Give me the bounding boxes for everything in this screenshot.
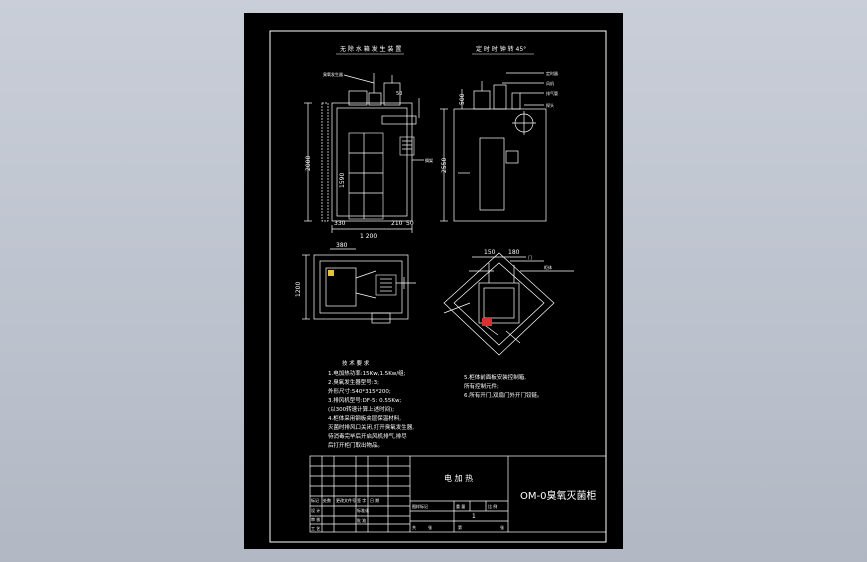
note-line: 待消毒完毕后开启风机排气,排尽 — [328, 432, 407, 440]
plan-marker-red — [482, 318, 492, 326]
dim-plan-180: 180 — [508, 249, 520, 256]
title-designer: 设 计 — [311, 507, 320, 513]
front-view-title: 无 除 水 箱 发 生 装 置 — [340, 45, 401, 53]
title-standard: 标准化 — [357, 507, 369, 513]
callout-shelf: 搁架 — [425, 157, 433, 163]
title-change-count: 处数 — [323, 497, 331, 503]
title-sheet-no: 1 — [472, 513, 476, 520]
dim-inner-1590: 1590 — [339, 173, 346, 188]
dim-side-2550: 2550 — [441, 158, 448, 173]
callout-cabinet: 柜体 — [544, 264, 552, 270]
note-line: 2.臭氧发生器型号:3; — [328, 378, 379, 386]
title-date: 日 期 — [370, 497, 379, 503]
note-line: 后打开柜门取出物品。 — [328, 441, 383, 449]
title-sheet-of: 第 — [458, 524, 462, 530]
dim-height-2000: 2000 — [305, 156, 312, 171]
callout-sensor: 探头 — [546, 102, 554, 108]
title-block — [309, 455, 607, 533]
title-change-file: 更改文件号 — [336, 497, 356, 503]
title-change-mark: 标记 — [311, 497, 319, 503]
title-zhang2: 张 — [500, 524, 504, 530]
technical-notes: 技 术 要 求 1.电加热功率:15Kw,1.5Kw/组; 2.臭氧发生器型号:… — [328, 359, 543, 449]
note-line-right: 5.柜体前面板安装控制箱, — [464, 373, 526, 381]
title-project-name: OM-0臭氧灭菌柜 — [520, 489, 596, 502]
dim-right-210: 210 — [391, 220, 403, 227]
callout-fan: 风机 — [546, 80, 554, 86]
title-sign: 签 字 — [357, 497, 366, 503]
dim-plan-1200: 1200 — [295, 282, 302, 297]
dim-right-50: 50 — [406, 220, 414, 227]
plan-view-right — [443, 252, 574, 356]
dim-plan-380: 380 — [336, 242, 348, 249]
title-craft: 工 艺 — [311, 526, 320, 531]
callout-vent-pipe: 排气管 — [546, 90, 558, 96]
note-line-right: 6.所有开门,双扇门外开门铰链。 — [464, 391, 543, 399]
front-view: 无 除 水 箱 发 生 装 置 — [304, 45, 424, 233]
drawing-border — [269, 30, 607, 543]
note-line: 1.电加热功率:15Kw,1.5Kw/组; — [328, 369, 406, 377]
title-drawing-name: 电 加 热 — [444, 473, 473, 483]
title-checker: 审 核 — [311, 516, 320, 522]
callout-ozone-gen: 臭氧发生器 — [323, 71, 343, 77]
note-line: 灭菌时排风口关闭,打开臭氧发生器, — [328, 423, 414, 431]
dim-top-500: 500 — [459, 93, 466, 105]
note-line: 3.排风机型号:DF-5: 0.55Kw; — [328, 396, 401, 404]
side-view-title: 定 时 时 钟 转 45° — [476, 45, 526, 53]
note-line: (以300转速计算上述时间); — [328, 405, 394, 413]
note-line: 外形尺寸:540*315*200; — [328, 387, 391, 395]
callout-door: 门 — [528, 254, 532, 260]
dim-plan-150: 150 — [484, 249, 496, 256]
drawing-sheet: 无 除 水 箱 发 生 装 置 2000 15 — [244, 13, 623, 549]
cad-drawing: 无 除 水 箱 发 生 装 置 2000 15 — [269, 30, 607, 543]
title-zhang1: 张 — [428, 524, 432, 530]
title-ratio: 比 例 — [488, 503, 497, 509]
dim-width-1200: 1 200 — [360, 233, 377, 240]
side-view: 定 时 时 钟 转 45° — [440, 45, 547, 222]
title-scale-label: 图样标记 — [412, 503, 428, 509]
plan-view-left — [302, 248, 416, 324]
dim-left-330: 330 — [334, 220, 346, 227]
title-sheet-total: 共 — [412, 524, 416, 530]
dim-top-50: 50 — [396, 91, 402, 97]
callout-timer: 定时器 — [546, 70, 558, 76]
plan-marker-yellow — [328, 270, 334, 276]
note-line: 4.柜体采用钢板夹层保温材料, — [328, 414, 401, 422]
notes-heading: 技 术 要 求 — [342, 359, 370, 367]
title-weight: 重 量 — [456, 503, 465, 509]
note-line-right: 所有控制元件; — [464, 382, 499, 390]
title-approve: 批 准 — [357, 517, 366, 523]
